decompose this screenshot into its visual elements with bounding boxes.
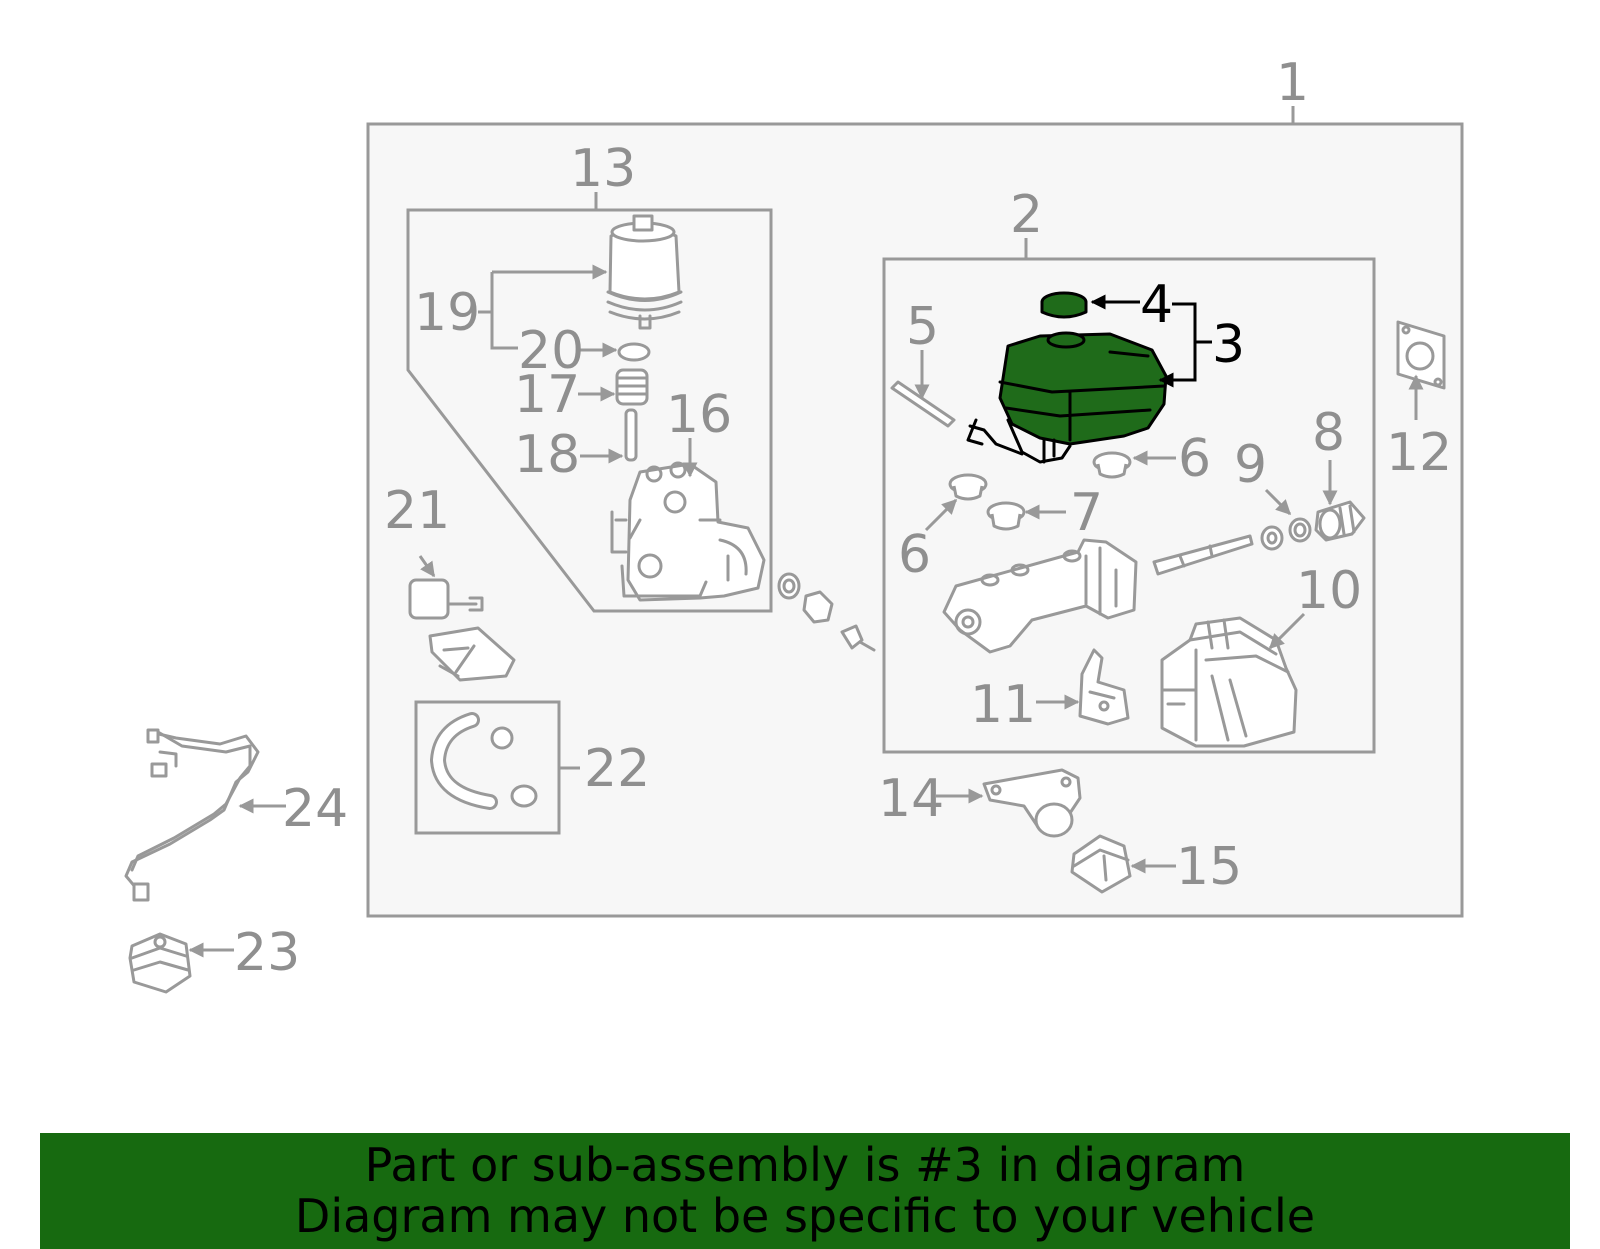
callout-19: 19 [414, 283, 480, 343]
bracket-14 [982, 768, 1082, 838]
callout-5: 5 [906, 297, 939, 357]
callout-17: 17 [514, 365, 580, 425]
control-module-10 [1160, 616, 1298, 748]
boot-8 [1314, 500, 1366, 542]
wire-harness-24 [124, 728, 260, 902]
callout-13: 13 [570, 139, 636, 199]
callout-1: 1 [1276, 53, 1309, 113]
callout-15: 15 [1176, 837, 1242, 897]
master-cylinder [942, 534, 1254, 654]
callout-9: 9 [1234, 435, 1267, 495]
callout-12: 12 [1386, 423, 1452, 483]
reservoir-3-highlighted [966, 331, 1168, 464]
callout-23: 23 [234, 923, 300, 983]
pin-18 [624, 408, 638, 462]
banner-line-2: Diagram may not be specific to your vehi… [294, 1189, 1316, 1243]
mount-15 [1070, 834, 1132, 894]
parts-diagram: 1 2 3 4 5 6 6 7 8 9 10 11 12 13 14 15 16… [124, 53, 1464, 994]
callout-2: 2 [1010, 185, 1043, 245]
info-banner: Part or sub-assembly is #3 in diagram Di… [40, 1133, 1570, 1249]
bracket-21 [408, 578, 516, 682]
callout-20: 20 [518, 321, 584, 381]
callout-6-upper: 6 [1178, 429, 1211, 489]
o-ring-20 [617, 342, 651, 362]
callout-24: 24 [282, 779, 348, 839]
pump-canister [606, 214, 683, 330]
gasket-12 [1396, 320, 1446, 390]
callout-3: 3 [1212, 315, 1245, 375]
banner-line-1: Part or sub-assembly is #3 in diagram [364, 1138, 1246, 1192]
callout-22: 22 [584, 739, 650, 799]
callout-14: 14 [878, 769, 944, 829]
callout-18: 18 [514, 425, 580, 485]
callout-6-lower: 6 [898, 525, 931, 585]
bracket-11 [1078, 648, 1130, 726]
callout-11: 11 [970, 675, 1036, 735]
callout-4: 4 [1140, 275, 1173, 335]
cover-23 [128, 932, 192, 994]
callout-8: 8 [1312, 403, 1345, 463]
cap-4-highlighted [1040, 291, 1088, 319]
callout-10: 10 [1296, 561, 1362, 621]
grommet-6-upper [1092, 451, 1132, 479]
callout-16: 16 [666, 385, 732, 445]
seal-9 [1260, 517, 1312, 551]
subassembly-box-2 [882, 257, 1376, 754]
hose-22 [429, 712, 538, 810]
callout-7: 7 [1070, 483, 1103, 543]
grommet-6-lower [948, 473, 988, 501]
spring-17 [615, 368, 649, 406]
strip-5 [890, 380, 956, 428]
grommet-7 [986, 501, 1026, 531]
callout-21: 21 [384, 481, 450, 541]
seal-set [777, 572, 876, 652]
